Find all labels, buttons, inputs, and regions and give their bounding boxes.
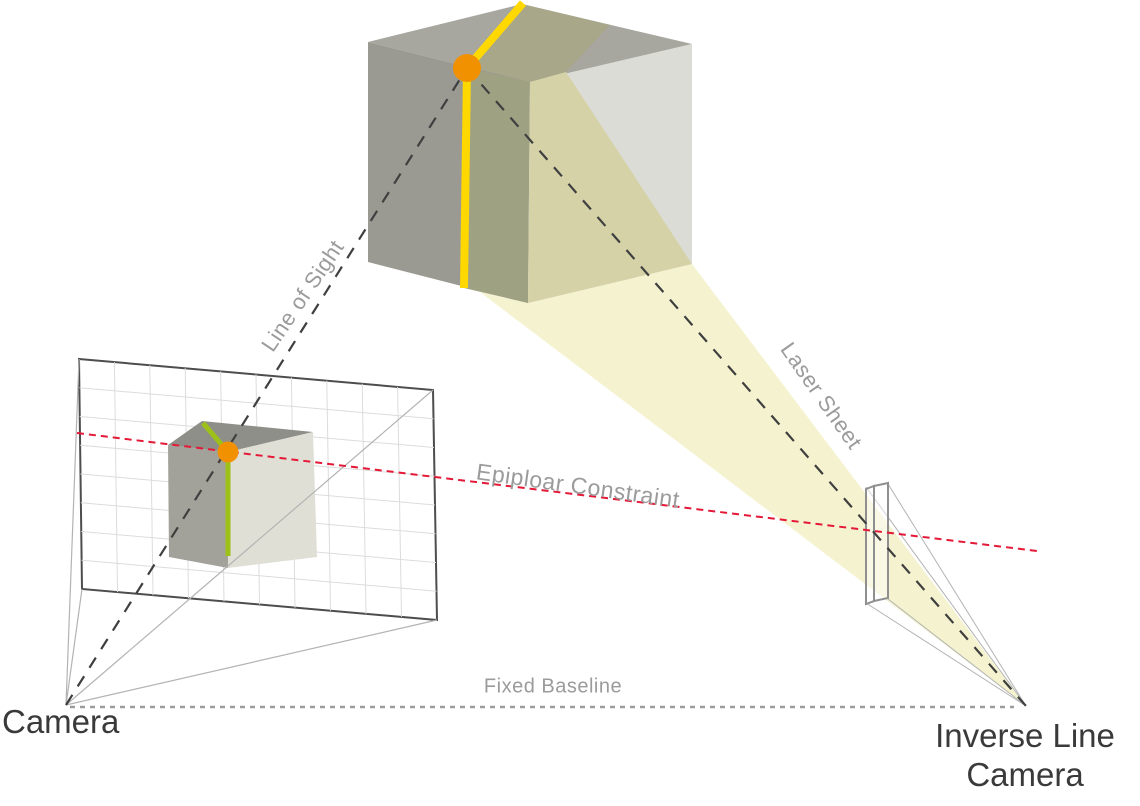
camera-frustum-line: [65, 389, 434, 706]
projected-cube-left-face: [168, 445, 228, 568]
laser-center-ray-dashed: [466, 67, 1027, 707]
camera-frustum-line: [65, 619, 438, 706]
inverse-line-camera-label: Inverse Line Camera: [935, 716, 1115, 794]
projected-cube-right-face: [228, 432, 317, 568]
inverse-line-camera-label-line1: Inverse Line: [935, 717, 1115, 754]
laser-sheet-fan: [480, 264, 1026, 706]
inverse-frustum-line: [887, 483, 1027, 707]
projected-cube-top-face: [168, 421, 313, 452]
inverse-frustum-line: [865, 486, 1027, 707]
inverse-line-camera-label-line2: Camera: [966, 756, 1084, 793]
cube-left-face-laser-lit: [464, 68, 530, 303]
laser-point-3d: [453, 54, 481, 82]
laser-point-projected: [217, 441, 239, 463]
camera-frustum: [65, 358, 438, 706]
cube-top-face-laser-lit: [467, 4, 610, 82]
fixed-baseline-label: Fixed Baseline: [483, 675, 623, 698]
grid-line: [81, 559, 437, 592]
inverse-frustum-line: [865, 602, 1027, 707]
camera-frustum-line: [65, 588, 83, 706]
line-of-sight-dashed: [65, 67, 468, 706]
inverse-camera-frustum: [865, 483, 1027, 707]
line-sensor-slab-front: [873, 481, 889, 603]
laser-stripe-front: [460, 67, 471, 289]
cube-right-face-laser-lit: [528, 72, 692, 303]
camera-frustum-line: [65, 358, 80, 706]
camera-label: Camera: [2, 703, 120, 740]
laser-stripe-top: [463, 0, 527, 71]
line-sensor-slab-side: [865, 484, 875, 606]
inverse-frustum-line: [887, 598, 1027, 707]
